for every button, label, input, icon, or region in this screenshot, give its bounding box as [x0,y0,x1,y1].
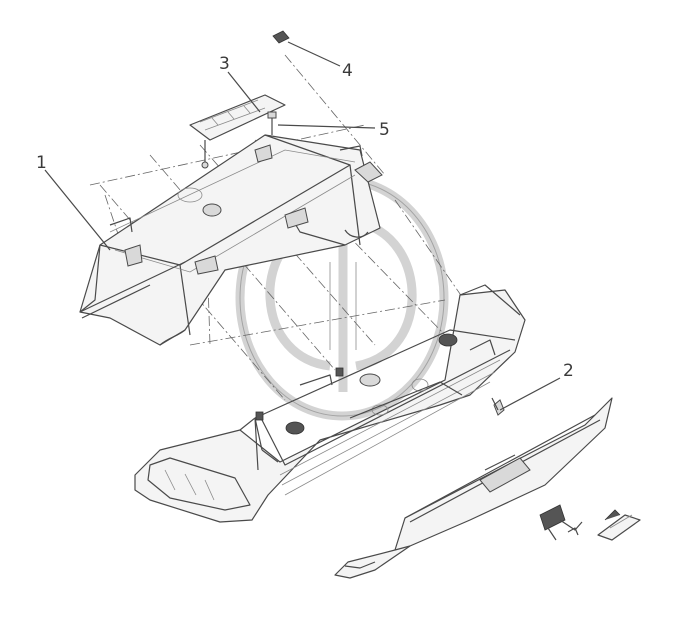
leader-2 [499,377,561,411]
callout-1: 1 [36,153,47,173]
part-1-storage-bin [79,134,383,346]
leader-4 [287,41,341,67]
part-2-bumper-pin [491,397,505,416]
glove-box-door [334,397,613,579]
callout-4: 4 [342,61,353,81]
leader-1 [44,169,111,251]
callout-5: 5 [379,120,390,140]
leader-5 [277,124,376,129]
part-4-clip [272,30,290,44]
leader-3 [227,71,261,113]
glove-box-housing [134,284,526,523]
callout-2: 2 [563,361,574,381]
callout-3: 3 [219,54,230,74]
callout-labels: 1 2 3 4 5 [36,54,574,381]
callout-leaders [44,41,561,411]
part-5-screw [267,111,277,135]
part-3-top-plate [189,94,286,169]
latch-mechanism-parts [539,504,641,541]
